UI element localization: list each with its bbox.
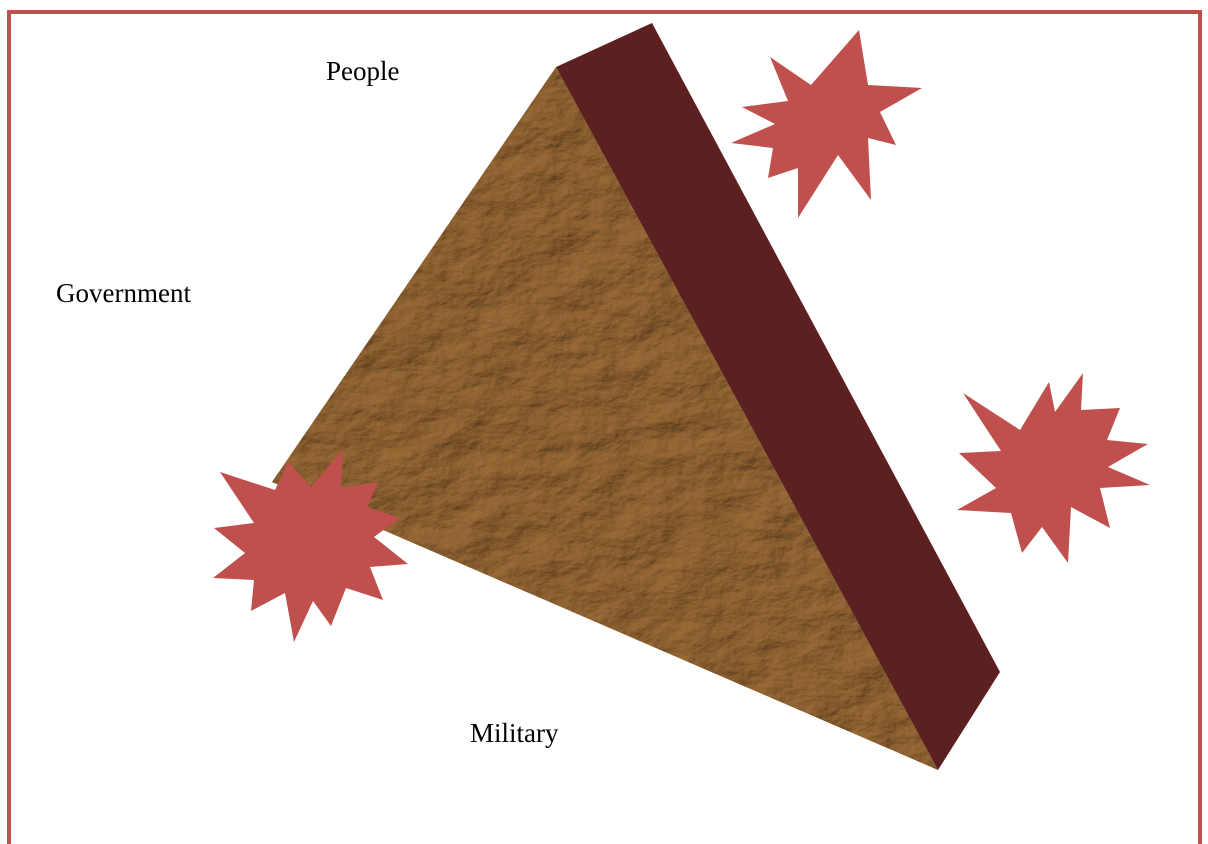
label-government: Government: [56, 280, 191, 307]
label-people: People: [326, 58, 400, 85]
label-military: Military: [470, 720, 559, 747]
starburst-top-right: [731, 30, 922, 218]
starburst-right: [957, 373, 1150, 563]
